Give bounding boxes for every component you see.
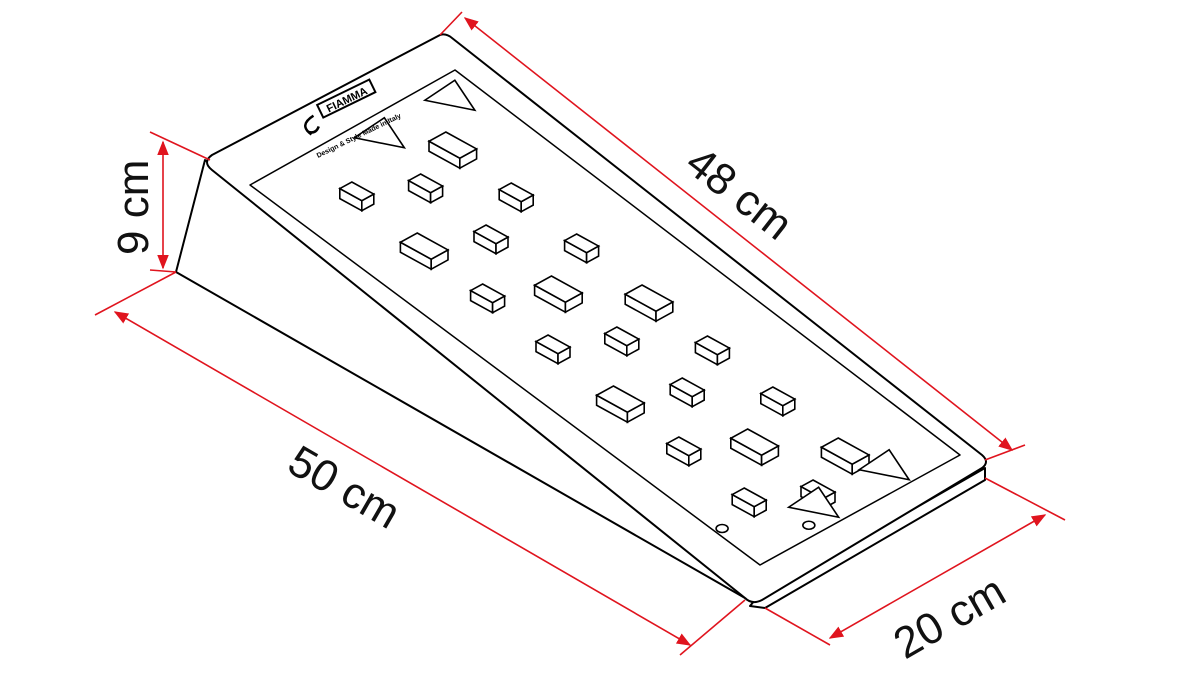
dim-48-line bbox=[463, 17, 1014, 451]
dim-20-label: 20 cm bbox=[886, 566, 1014, 668]
dim-48-extension-a bbox=[439, 11, 463, 36]
logo-swoosh-icon bbox=[304, 114, 320, 136]
grip-block bbox=[398, 232, 450, 271]
dimension-lines bbox=[94, 11, 1066, 656]
dim-20-line bbox=[828, 514, 1047, 639]
grip-block bbox=[406, 173, 445, 205]
dim-9-label: 9 cm bbox=[109, 160, 158, 255]
ramp-body bbox=[175, 33, 987, 609]
mounting-hole bbox=[715, 523, 729, 534]
grip-tooth bbox=[857, 448, 911, 481]
dim-50-extension-a bbox=[94, 271, 177, 316]
dim-50-line bbox=[113, 311, 692, 646]
dim-20-extension-b bbox=[984, 477, 1066, 521]
dim-20-extension-a bbox=[764, 607, 831, 646]
grip-tooth bbox=[352, 116, 407, 149]
mounting-hole bbox=[802, 520, 816, 531]
grip-block bbox=[730, 487, 768, 519]
dim-50-label: 50 cm bbox=[280, 436, 408, 538]
dim-48-extension-b bbox=[984, 444, 1026, 461]
dim-50-extension-b bbox=[679, 599, 746, 656]
grip-block bbox=[338, 181, 376, 213]
grip-tooth bbox=[786, 486, 841, 519]
dim-9-extension-b bbox=[149, 269, 177, 273]
dim-9-extension-a bbox=[149, 131, 211, 161]
